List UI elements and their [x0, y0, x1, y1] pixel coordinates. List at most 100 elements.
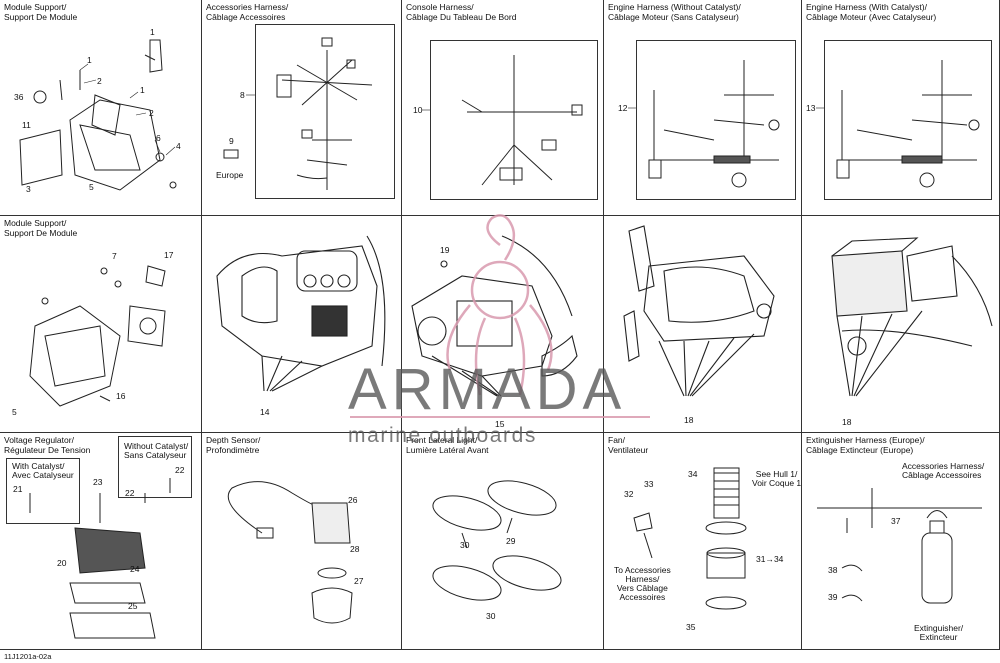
- callout-23: 23: [93, 477, 103, 487]
- callout-21: 21: [13, 484, 23, 494]
- engine-drawing: [623, 225, 775, 397]
- callout-33: 33: [644, 479, 654, 489]
- panel-title: Extinguisher Harness (Europe)/ Câblage E…: [806, 435, 925, 455]
- callout-16: 16: [116, 391, 126, 401]
- callout-13: 13: [806, 103, 816, 113]
- harness-inset-box: [824, 40, 992, 200]
- callout-10: 10: [413, 105, 423, 115]
- callout-39: 39: [828, 592, 838, 602]
- engine-drawing: [831, 237, 993, 397]
- panel-title: Module Support/ Support De Module: [4, 218, 78, 238]
- harness-inset-box: [255, 24, 395, 199]
- lateral-light-drawing: [432, 480, 562, 601]
- panel-module-support-2: Module Support/ Support De Module 7 17 5…: [0, 216, 202, 433]
- callout-22: 22: [125, 488, 135, 498]
- callout-8: 8: [240, 90, 245, 100]
- callout-18: 18: [684, 415, 694, 425]
- callout-14: 14: [260, 407, 270, 417]
- extinguisher-label: Extinguisher/ Extincteur: [914, 623, 964, 642]
- console-harness-drawing: [422, 55, 583, 186]
- panel-console-harness: Console Harness/ Câblage Du Tableau De B…: [402, 0, 604, 216]
- with-catalyst-label: With Catalyst/ Avec Catalyseur: [12, 461, 74, 480]
- callout-17: 17: [164, 250, 174, 260]
- panel-module-support-1: Module Support/ Support De Module 1 1 2 …: [0, 0, 202, 216]
- callout-35: 35: [686, 622, 696, 632]
- panel-title: Depth Sensor/ Profondimètre: [206, 435, 261, 455]
- callout-29: 29: [506, 536, 516, 546]
- watermark-word: ARMADA: [348, 357, 627, 422]
- panel-title: Accessories Harness/ Câblage Accessoires: [206, 2, 289, 22]
- with-catalyst-box: [6, 458, 80, 524]
- callout-18: 18: [842, 417, 852, 427]
- watermark-subtitle: marine outboards: [348, 424, 538, 447]
- panel-title: Engine Harness (Without Catalyst)/ Câbla…: [608, 2, 741, 22]
- region-label-europe: Europe: [216, 170, 244, 180]
- panel-title: Module Support/ Support De Module: [4, 2, 78, 22]
- callout-32: 32: [624, 489, 634, 499]
- fan-drawing: [633, 467, 747, 610]
- to-accessories-harness-label: To Accessories Harness/ Vers Câblage Acc…: [614, 565, 671, 602]
- panel-title: Console Harness/ Câblage Du Tableau De B…: [406, 2, 517, 22]
- callout-5: 5: [12, 407, 17, 417]
- without-catalyst-label: Without Catalyst/ Sans Catalyseur: [124, 441, 189, 460]
- panel-engine-view-1: 14: [202, 216, 402, 433]
- callout-7: 7: [112, 251, 117, 261]
- diagram-reference-code: 11J1201a-02a: [4, 652, 52, 661]
- panel-accessories-harness: Accessories Harness/ Câblage Accessoires…: [202, 0, 402, 216]
- engine-harness-drawing: [816, 60, 980, 188]
- accessories-harness-drawing: [223, 37, 373, 190]
- callout-4: 4: [176, 141, 181, 151]
- callout-26: 26: [348, 495, 358, 505]
- panel-extinguisher-harness: Extinguisher Harness (Europe)/ Câblage E…: [802, 433, 1000, 650]
- panel-front-lateral-light: Front Lateral Light/ Lumière Latéral Ava…: [402, 433, 604, 650]
- watermark-divider: [350, 416, 650, 418]
- module-support-drawing: [29, 265, 166, 407]
- callout-9: 9: [229, 136, 234, 146]
- callout-1: 1: [150, 27, 155, 37]
- panel-depth-sensor: Depth Sensor/ Profondimètre 26 28 27: [202, 433, 402, 650]
- callout-30: 30: [486, 611, 496, 621]
- callout-25: 25: [128, 601, 138, 611]
- panel-title: Fan/ Ventilateur: [608, 435, 649, 455]
- panel-engine-harness-without-catalyst: Engine Harness (Without Catalyst)/ Câbla…: [604, 0, 802, 216]
- callout-5: 5: [89, 182, 94, 192]
- panel-title: Engine Harness (With Catalyst)/ Câblage …: [806, 2, 937, 22]
- panel-title: Front Lateral Light/ Lumière Latéral Ava…: [406, 435, 489, 455]
- engine-harness-drawing: [628, 60, 780, 188]
- panel-engine-harness-with-catalyst: Engine Harness (With Catalyst)/ Câblage …: [802, 0, 1000, 216]
- module-support-drawing: [19, 39, 177, 191]
- callout-38: 38: [828, 565, 838, 575]
- depth-sensor-drawing: [227, 481, 353, 624]
- accessories-harness-label: Accessories Harness/ Câblage Accessoires: [902, 461, 985, 480]
- callout-15: 15: [495, 419, 505, 429]
- voltage-regulator-drawing: [29, 478, 171, 639]
- engine-drawing: [216, 235, 386, 392]
- callout-2: 2: [149, 108, 154, 118]
- callout-27: 27: [354, 576, 364, 586]
- callout-1: 1: [87, 55, 92, 65]
- harness-inset-box: [430, 40, 598, 200]
- callout-20: 20: [57, 558, 67, 568]
- callout-31-34: 31→34: [756, 554, 784, 564]
- harness-inset-box: [636, 40, 796, 200]
- callout-6: 6: [156, 133, 161, 143]
- without-catalyst-box: [118, 436, 192, 498]
- callout-12: 12: [618, 103, 628, 113]
- callout-22: 22: [175, 465, 185, 475]
- callout-30: 30: [460, 540, 470, 550]
- callout-1: 1: [140, 85, 145, 95]
- callout-24: 24: [130, 564, 140, 574]
- panel-fan: Fan/ Ventilateur 34 33 32 See Hull 1/ Vo…: [604, 433, 802, 650]
- callout-11: 11: [22, 120, 31, 130]
- panel-voltage-regulator: Voltage Regulator/ Régulateur De Tension…: [0, 433, 202, 650]
- callout-19: 19: [440, 245, 450, 255]
- callout-37: 37: [891, 516, 901, 526]
- callout-36: 36: [14, 92, 24, 102]
- panel-engine-view-3: 18: [604, 216, 802, 433]
- callout-3: 3: [26, 184, 31, 194]
- callout-28: 28: [350, 544, 360, 554]
- see-hull-label: See Hull 1/ Voir Coque 1: [752, 469, 802, 488]
- extinguisher-drawing: [817, 488, 982, 604]
